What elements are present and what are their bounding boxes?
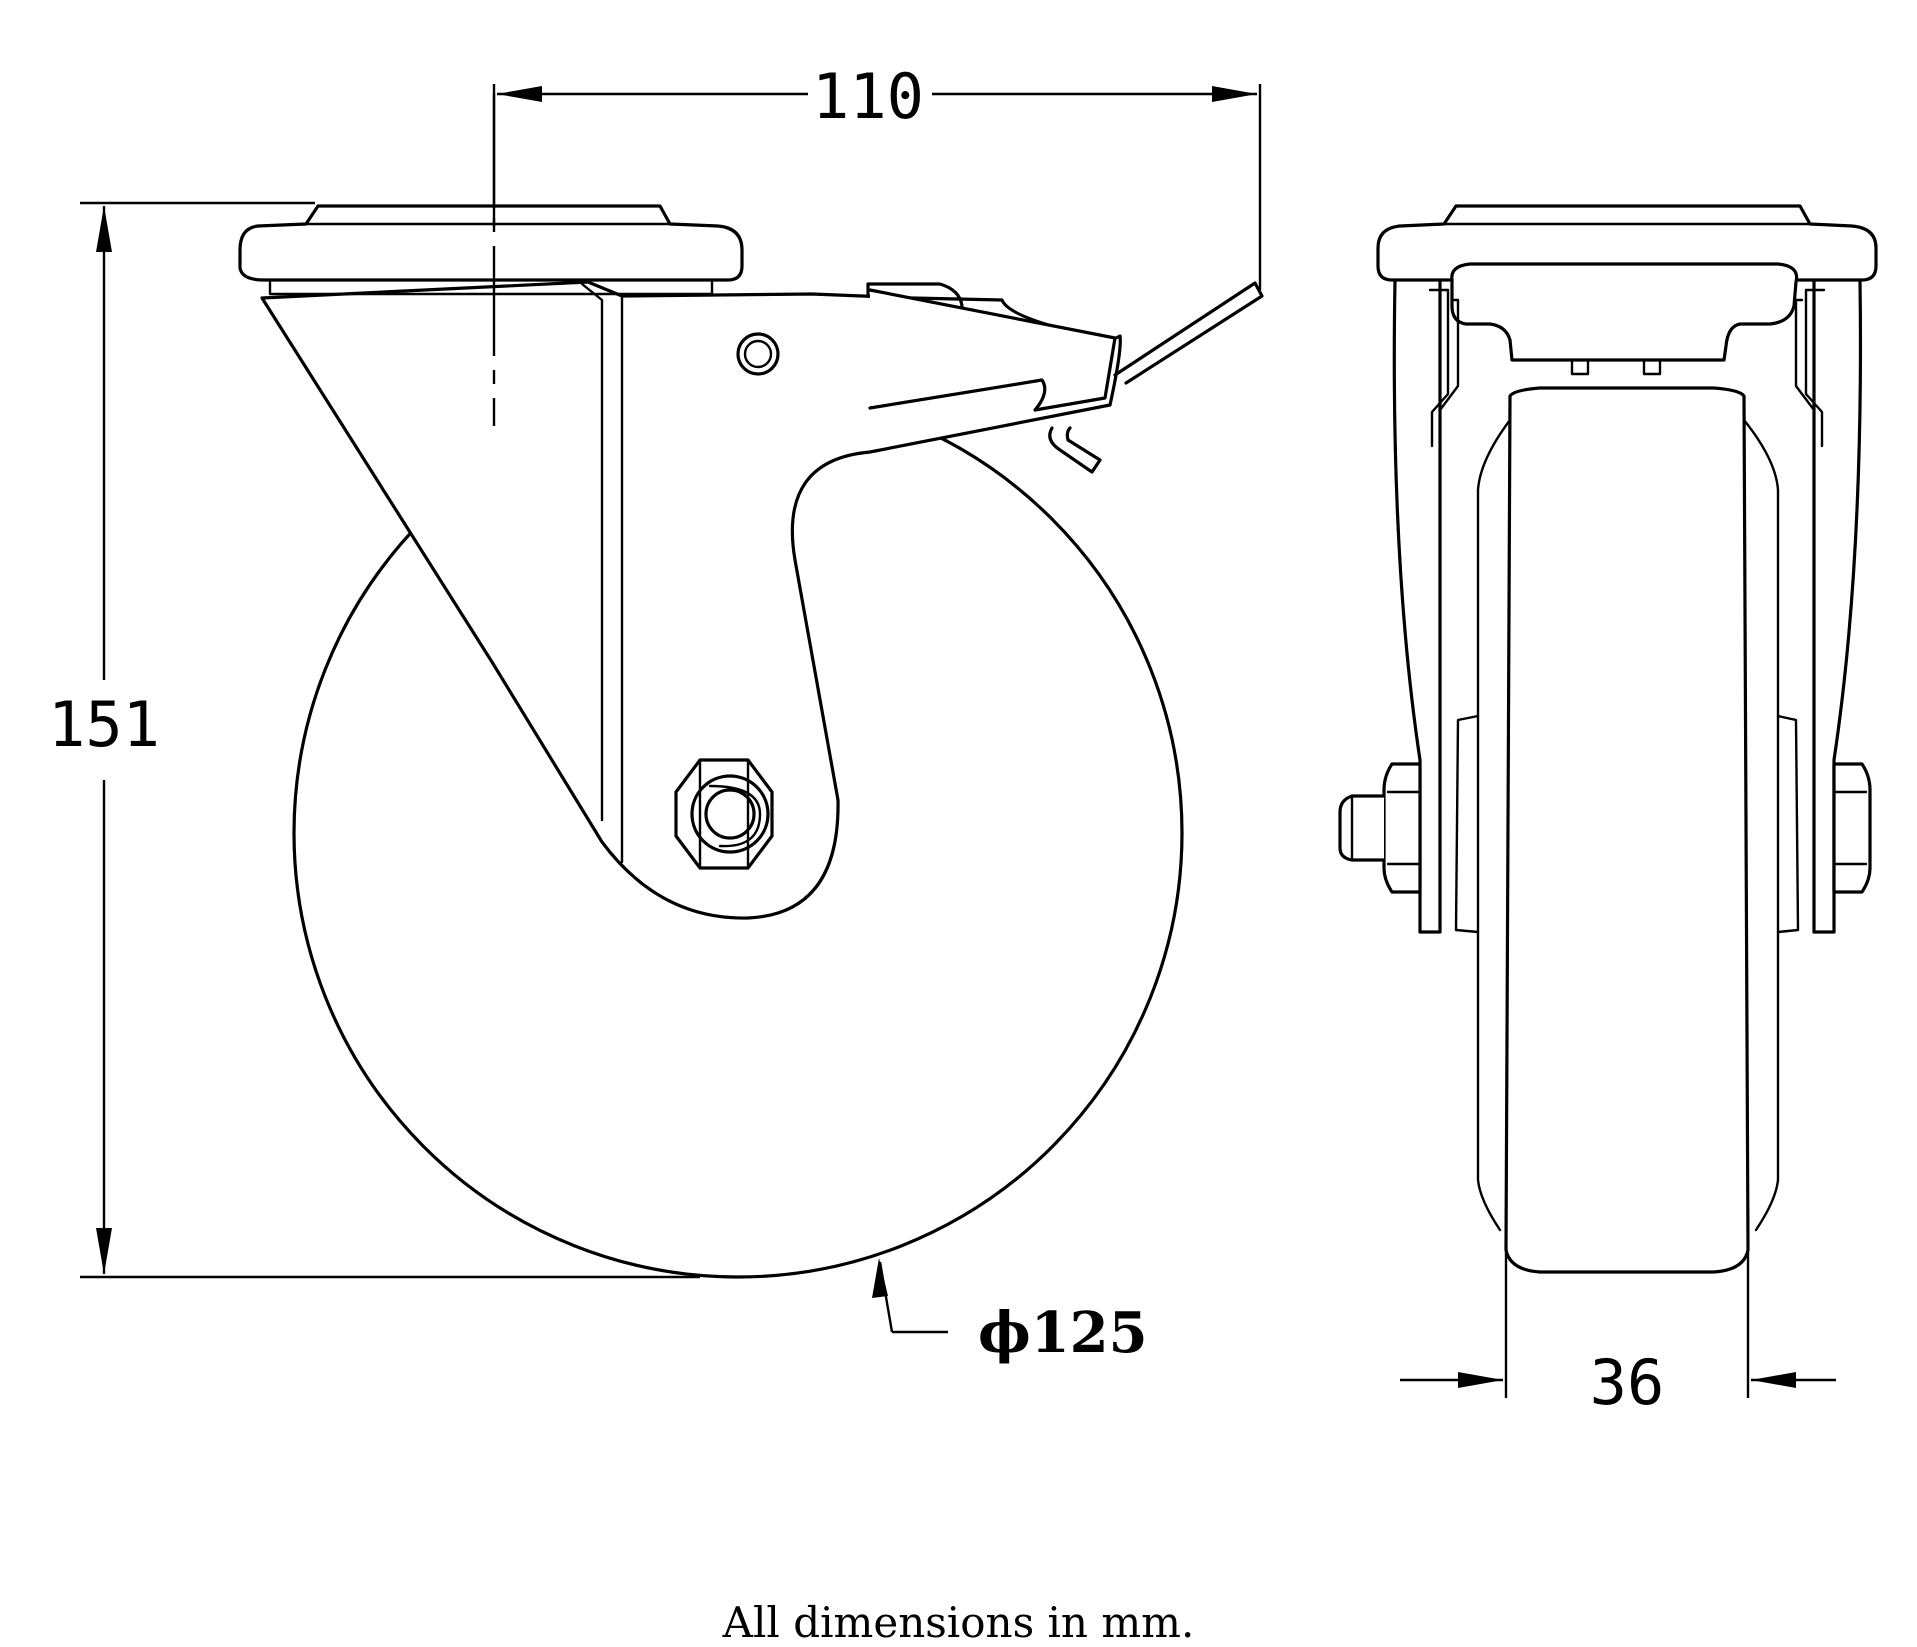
wheel-diameter-label: 125	[1031, 1300, 1148, 1366]
brake-tab-top	[866, 282, 964, 308]
dimension-offset: 110	[492, 60, 1262, 290]
brake-shoe	[1048, 426, 1102, 474]
svg-text:ϕ125: ϕ125	[978, 1300, 1148, 1366]
axle-washer	[690, 774, 770, 854]
front-brake-block	[1450, 262, 1799, 362]
front-axle-nut-left-flat	[1386, 790, 1422, 866]
front-fork-right	[1812, 278, 1863, 934]
side-view	[238, 94, 1264, 1279]
front-axle-nut-right	[1832, 762, 1872, 894]
front-view	[1338, 204, 1878, 1274]
dimension-height: 151	[48, 201, 700, 1279]
dimension-width: 36	[1400, 1208, 1836, 1419]
front-fork-left	[1392, 278, 1442, 934]
front-wheel-tyre	[1504, 386, 1750, 1274]
lever-pivot-rivet	[736, 332, 780, 376]
front-axle-nut-left	[1382, 762, 1422, 894]
brake-arm-right	[1794, 288, 1826, 448]
axle-nut-flat-line	[698, 758, 750, 870]
dimension-wheel-diameter: ϕ125	[872, 1258, 1148, 1366]
front-wheel-rim-left	[1476, 418, 1512, 1232]
diameter-symbol: ϕ	[978, 1300, 1031, 1366]
width-dimension-label: 36	[1590, 1346, 1665, 1419]
front-axle-nut-right-flat	[1832, 790, 1868, 866]
lever-pivot-rivet-inner	[743, 339, 773, 369]
units-note: All dimensions in mm.	[722, 1598, 1195, 1647]
brake-pedal	[1113, 281, 1264, 385]
plate-underside	[268, 278, 714, 296]
brake-pin-left	[1570, 358, 1590, 376]
brake-arm-left	[1428, 288, 1460, 448]
brake-lever	[868, 288, 1117, 412]
front-hub-right	[1776, 714, 1800, 934]
top-plate	[238, 204, 744, 282]
offset-dimension-label: 110	[812, 60, 924, 133]
front-wheel-rim-right	[1742, 418, 1780, 1232]
fork-inner-line	[580, 282, 604, 822]
front-hub-left	[1454, 714, 1480, 934]
front-axle-bolt-end	[1338, 794, 1386, 862]
height-dimension-label: 151	[48, 688, 160, 761]
axle-bolt	[704, 788, 756, 840]
brake-pin-right	[1642, 358, 1662, 376]
axle-bolt-thread	[708, 784, 762, 848]
